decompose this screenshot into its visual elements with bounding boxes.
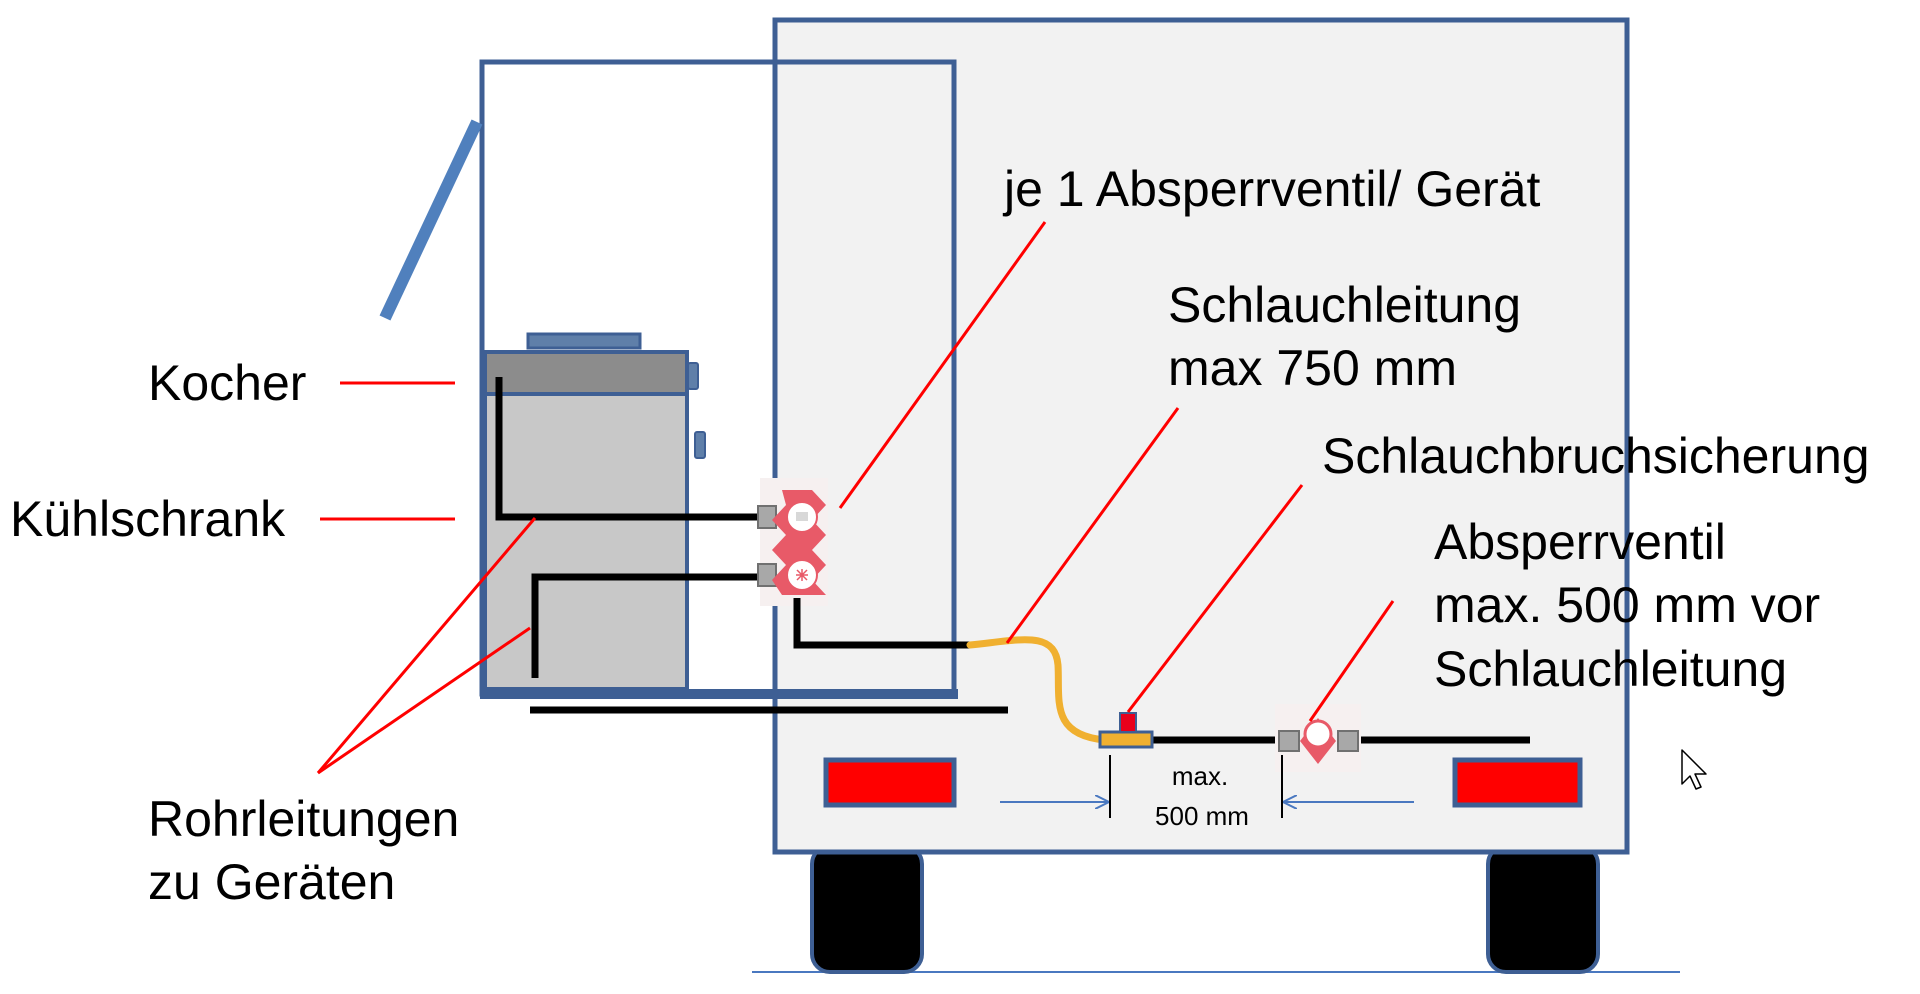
left-tire	[810, 844, 924, 974]
pipe-to-stove	[495, 377, 758, 521]
gas-shutoff-valve-icon	[757, 478, 828, 606]
label-schlauchleitung-line1: Schlauchleitung	[1168, 277, 1521, 333]
label-absperrventil-line2: max. 500 mm vor	[1434, 577, 1820, 633]
label-dimension-line2: 500 mm	[1155, 801, 1249, 831]
label-kuehlschrank: Kühlschrank	[10, 491, 286, 547]
label-rohrleitungen-line1: Rohrleitungen	[148, 791, 459, 847]
leader-schlauchbruchsicherung	[1126, 484, 1304, 713]
label-absperrventil-je-geraet: je 1 Absperrventil/ Gerät	[1002, 161, 1540, 217]
label-absperrventil-line3: Schlauchleitung	[1434, 641, 1787, 697]
leader-rohrleitungen-1	[316, 517, 537, 774]
fridge-knob	[694, 431, 706, 459]
left-tail-light	[823, 757, 957, 808]
hose-line	[966, 636, 1109, 744]
label-dimension-line1: max.	[1172, 761, 1228, 791]
leader-absperrventil	[1308, 600, 1395, 722]
label-rohrleitungen-line2: zu Geräten	[148, 854, 395, 910]
right-tail-light	[1452, 757, 1583, 808]
label-absperrventil-line1: Absperrventil	[1434, 514, 1726, 570]
pipe-valve-to-hose	[793, 598, 970, 649]
label-schlauchleitung-line2: max 750 mm	[1168, 340, 1457, 396]
stove-lid	[526, 332, 642, 350]
door-flap	[379, 119, 483, 321]
pipe-to-fridge	[531, 573, 758, 678]
label-kocher: Kocher	[148, 355, 306, 411]
shutoff-valve-icon	[1275, 704, 1361, 772]
stove-top	[483, 350, 689, 396]
mouse-pointer-icon	[1681, 749, 1707, 790]
leader-schlauchleitung	[1005, 407, 1180, 644]
leader-absperrventil-geraet	[838, 221, 1047, 509]
leader-rohrleitungen-2	[317, 626, 531, 775]
hose-break-safety-icon	[1098, 712, 1154, 749]
label-schlauchbruchsicherung: Schlauchbruchsicherung	[1322, 428, 1870, 484]
stove-knob	[687, 362, 699, 390]
right-tire	[1486, 844, 1600, 974]
